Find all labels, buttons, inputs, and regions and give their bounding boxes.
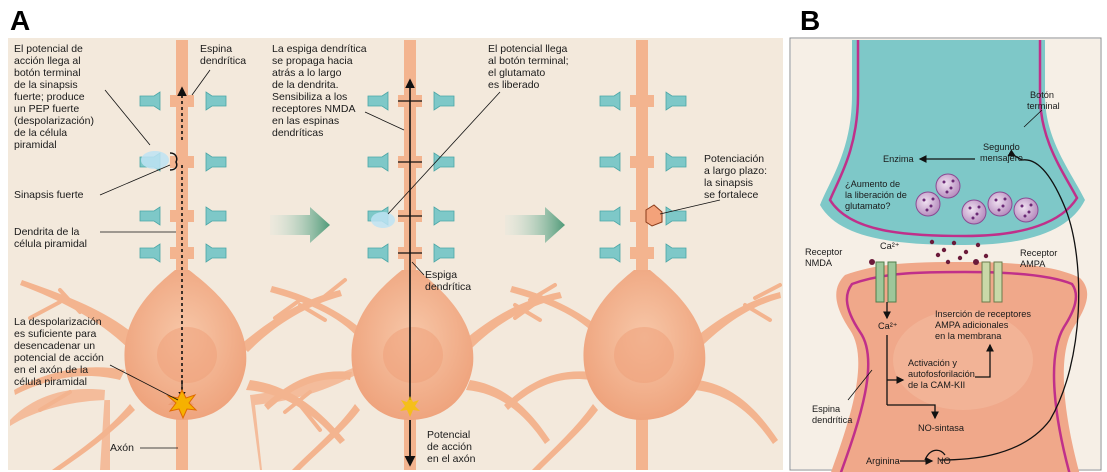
potenciacion-line: la sinapsis xyxy=(704,177,753,189)
espina-label-line: Espina xyxy=(200,43,232,55)
middle-line: Sensibiliza a los xyxy=(272,91,347,103)
left-text-line: de la célula xyxy=(14,127,67,139)
middle-line: dendríticas xyxy=(272,127,323,139)
glutamate-line: El potencial llega xyxy=(488,43,568,55)
enzima-label: Enzima xyxy=(883,154,915,164)
segundo-label-line: Segundo xyxy=(983,142,1020,152)
no-label: NO xyxy=(937,456,951,466)
aumento-label-line: glutamato? xyxy=(845,201,890,211)
panel-a-letter: A xyxy=(10,5,30,36)
espina-b-line: dendrítica xyxy=(812,415,853,425)
potenciacion-line: se fortalece xyxy=(704,189,758,201)
aumento-label-line: la liberación de xyxy=(845,190,907,200)
receptor-nmda-line: Receptor xyxy=(805,247,842,257)
left-text-line: de la sinapsis xyxy=(14,79,78,91)
despol-line: desencadenar un xyxy=(14,340,95,352)
boton-label-line: Botón xyxy=(1030,90,1054,100)
despol-line: potencial de acción xyxy=(14,352,104,364)
receptor-ampa-line: AMPA xyxy=(1020,259,1046,269)
espiga-label-line: Espiga xyxy=(425,269,457,281)
espiga-label-line: dendrítica xyxy=(425,281,471,293)
left-text-line: acción llega al xyxy=(14,55,81,67)
activacion-line: autofosforilación xyxy=(908,369,975,379)
espina-b-line: Espina xyxy=(812,404,841,414)
middle-line: La espiga dendrítica xyxy=(272,43,367,55)
glutamate-line: el glutamato xyxy=(488,67,545,79)
left-text-line: botón terminal xyxy=(14,67,81,79)
activacion-line: Activación y xyxy=(908,358,957,368)
no-sintasa-label: NO-sintasa xyxy=(918,423,965,433)
left-text-line: (despolarización) xyxy=(14,115,94,127)
ca-top-label: Ca²⁺ xyxy=(880,241,900,251)
left-text-line: fuerte; produce xyxy=(14,91,85,103)
glutamate-line: al botón terminal; xyxy=(488,55,569,67)
despol-line: La despolarización xyxy=(14,316,102,328)
arginina-label: Arginina xyxy=(866,456,901,466)
ca-bottom-label: Ca²⁺ xyxy=(878,321,898,331)
dendrita-label-line: Dendrita de la xyxy=(14,226,80,238)
strong-synapse-glow xyxy=(141,151,169,169)
axon-label: Axón xyxy=(110,442,134,454)
middle-line: atrás a lo largo xyxy=(272,67,342,79)
segundo-label-line: mensajero xyxy=(980,153,1023,163)
left-text-line: un PEP fuerte xyxy=(14,103,79,115)
insercion-line: Inserción de receptores xyxy=(935,309,1031,319)
middle-line: de la dendrita. xyxy=(272,79,339,91)
activacion-line: de la CAM-KII xyxy=(908,380,965,390)
middle-line: en las espinas xyxy=(272,115,339,127)
receptor-ampa-line: Receptor xyxy=(1020,248,1057,258)
espina-label-line: dendrítica xyxy=(200,55,246,67)
middle-line: receptores NMDA xyxy=(272,103,355,115)
insercion-line: AMPA adicionales xyxy=(935,320,1009,330)
dendrita-label-line: célula piramidal xyxy=(14,238,87,250)
receptor-nmda-line: NMDA xyxy=(805,258,833,268)
potencial-label-line: Potencial xyxy=(427,429,470,441)
aumento-label-line: ¿Aumento de xyxy=(845,179,900,189)
glutamate-line: es liberado xyxy=(488,79,540,91)
left-text-line: El potencial de xyxy=(14,43,83,55)
potenciacion-line: Potenciación xyxy=(704,153,764,165)
potencial-label-line: en el axón xyxy=(427,453,476,465)
despol-line: célula piramidal xyxy=(14,376,87,388)
middle-line: se propaga hacia xyxy=(272,55,353,67)
potencial-label-line: de acción xyxy=(427,441,472,453)
despol-line: en el axón de la xyxy=(14,364,88,376)
potenciacion-line: a largo plazo: xyxy=(704,165,767,177)
sinapsis-fuerte-label: Sinapsis fuerte xyxy=(14,189,84,201)
insercion-line: en la membrana xyxy=(935,331,1002,341)
left-text-line: piramidal xyxy=(14,139,57,151)
panel-b-letter: B xyxy=(800,5,820,36)
boton-label-line: terminal xyxy=(1027,101,1060,111)
despol-line: es suficiente para xyxy=(14,328,96,340)
